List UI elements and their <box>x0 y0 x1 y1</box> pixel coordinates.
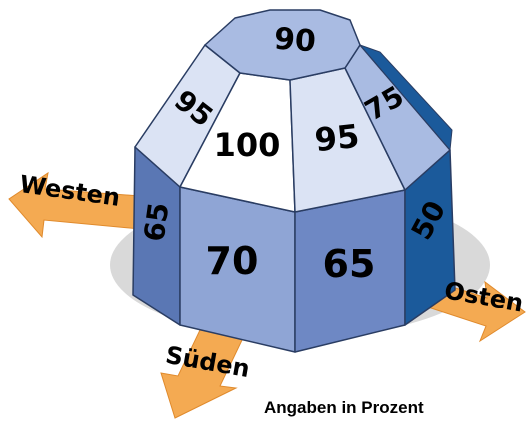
units-caption: Angaben in Prozent <box>264 398 424 417</box>
upper-front-left-face-value: 100 <box>214 126 281 164</box>
south-arrow <box>160 329 244 419</box>
lower-left-face-value: 65 <box>137 200 175 243</box>
top-face-value: 90 <box>273 22 317 60</box>
west-arrow <box>8 171 141 239</box>
upper-front-right-face-value: 95 <box>313 117 361 159</box>
lower-front-left-face-value: 70 <box>206 239 259 283</box>
east-arrow <box>424 279 526 343</box>
upper-back-right-face <box>358 43 453 152</box>
lower-front-right-face-value: 65 <box>323 242 376 286</box>
top-face <box>204 9 361 81</box>
